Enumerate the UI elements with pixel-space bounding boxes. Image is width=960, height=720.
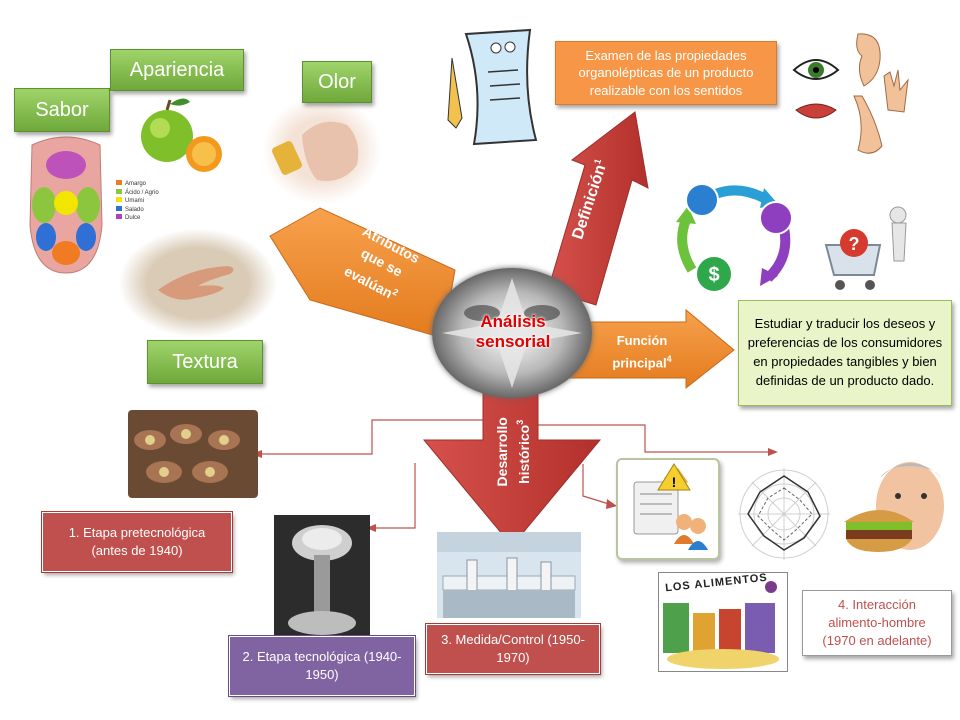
checklist-character-image — [447, 28, 538, 146]
connector-stage2 — [376, 463, 416, 529]
laboratory-image — [437, 532, 581, 618]
history-arrow — [422, 385, 602, 547]
definition-text: Examen de las propiedades organolépticas… — [578, 47, 754, 98]
textura-box: Textura — [147, 340, 263, 384]
stage-3-text: 3. Medida/Control (1950-1970) — [441, 631, 585, 665]
definition-arrow — [547, 111, 649, 306]
food-illustration-image: LOS ALIMENTOS — [658, 572, 788, 672]
svg-text:!: ! — [672, 474, 677, 490]
olor-label: Olor — [318, 70, 356, 93]
connector-stage3 — [582, 464, 610, 505]
stage-2-text: 2. Etapa tecnológica (1940-1950) — [242, 648, 402, 682]
function-text: Estudiar y traducir los deseos y prefere… — [747, 316, 943, 388]
apariencia-box: Apariencia — [110, 49, 244, 91]
taste-legend-item: Salado — [116, 205, 159, 215]
taste-legend-item: Amargo — [116, 180, 159, 189]
center-title: Análisis sensorial — [448, 312, 578, 353]
center-title-line2: sensorial — [475, 332, 551, 352]
textura-label: Textura — [172, 350, 238, 373]
apariencia-label: Apariencia — [129, 58, 225, 81]
cycle-icons-image: $ — [676, 183, 793, 293]
taste-legend: Amargo Ácido / Agrio Umami Salado Dulce — [116, 180, 159, 223]
stage-4-box: 4. Interacción alimento-hombre (1970 en … — [802, 590, 952, 656]
connector-stage1 — [262, 419, 485, 455]
definition-box: Examen de las propiedades organolépticas… — [555, 41, 777, 105]
function-arrow-label: Función principal4 — [612, 333, 672, 371]
sabor-box: Sabor — [14, 88, 110, 132]
stage-2-box: 2. Etapa tecnológica (1940-1950) — [228, 635, 416, 697]
sand-texture-image — [118, 228, 278, 338]
function-arrow — [561, 308, 735, 390]
tongue-taste-map-image — [29, 136, 103, 274]
taste-legend-item: Ácido / Agrio — [116, 188, 159, 198]
fruit-image — [112, 88, 244, 212]
hands-grains-image — [128, 410, 258, 498]
shopping-cart-person-image: ? — [824, 206, 907, 290]
center-sketch-image — [432, 268, 592, 398]
center-title-line1: Análisis — [480, 312, 546, 331]
function-box: Estudiar y traducir los deseos y prefere… — [738, 300, 952, 406]
stage-1-box: 1. Etapa pretecnológica (antes de 1940) — [41, 511, 233, 573]
svg-text:?: ? — [849, 234, 860, 254]
stage-4-text: 4. Interacción alimento-hombre (1970 en … — [822, 596, 932, 649]
taste-legend-item: Dulce — [116, 214, 159, 223]
history-arrow-label: Desarrollo histórico3 — [494, 417, 532, 487]
evaluation-icon-image: ! — [616, 458, 720, 560]
man-eating-burger-image — [844, 462, 944, 552]
smell-image — [262, 95, 382, 205]
connector-stage4 — [483, 424, 768, 453]
taste-legend-item: Umami — [116, 197, 159, 206]
stage-3-box: 3. Medida/Control (1950-1970) — [425, 623, 601, 675]
sabor-label: Sabor — [35, 98, 89, 121]
mushroom-cloud-image — [274, 515, 370, 637]
senses-image — [792, 33, 909, 154]
olor-box: Olor — [302, 61, 372, 103]
stage-1-text: 1. Etapa pretecnológica (antes de 1940) — [68, 524, 206, 558]
svg-text:$: $ — [708, 264, 719, 286]
radar-chart-image — [738, 468, 830, 560]
